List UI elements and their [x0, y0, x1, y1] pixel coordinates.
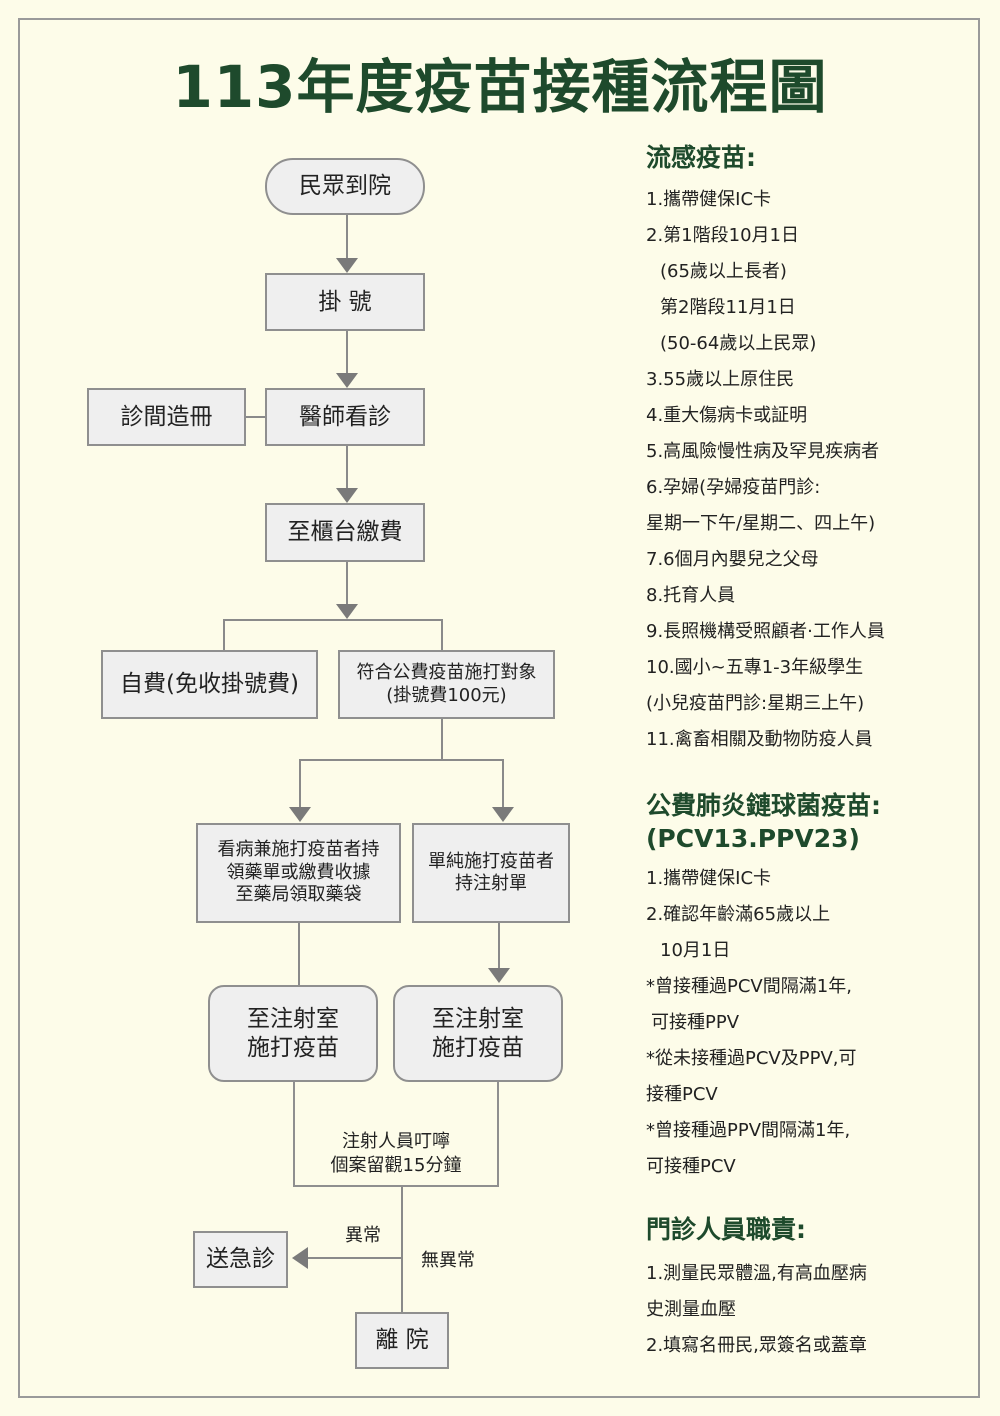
step-vaccinate-only: 單純施打疫苗者 持注射單 [412, 823, 570, 923]
inject-b-line2: 施打疫苗 [432, 1034, 524, 1061]
flu-item: 7.6個月內嬰兒之父母 [646, 548, 819, 570]
flu-item: 11.禽畜相關及動物防疫人員 [646, 728, 873, 750]
flu-item: 8.托育人員 [646, 584, 736, 606]
flu-heading: 流感疫苗: [646, 143, 756, 172]
flu-item: 10.國小~五專1-3年級學生 [646, 656, 864, 678]
pcv-item: *曾接種過PPV間隔滿1年, [646, 1120, 851, 1141]
pcv-item: 2.確認年齡滿65歲以上 [646, 904, 831, 925]
only-line2: 持注射單 [455, 873, 527, 894]
step-doctor: 醫師看診 [265, 388, 425, 446]
step-visit-and-vaccinate: 看病兼施打疫苗者持 領藥單或繳費收據 至藥局領取藥袋 [196, 823, 401, 923]
arrow-head [336, 488, 358, 503]
flu-item: 第2階段11月1日 [660, 296, 796, 318]
visit-line3: 至藥局領取藥袋 [235, 884, 362, 906]
pcv-item: *從未接種過PCV及PPV,可 [646, 1048, 857, 1069]
pcv-heading: 公費肺炎鏈球菌疫苗: [646, 791, 881, 820]
arrow-head [289, 807, 311, 822]
pcv-item: 可接種PPV [651, 1012, 740, 1033]
step-observe: 注射人員叮嚀 個案留觀15分鐘 [293, 1082, 499, 1187]
step-register: 掛 號 [265, 273, 425, 331]
flu-item: 星期一下午/星期二、四上午) [646, 512, 876, 534]
observe-line1: 注射人員叮嚀 [342, 1131, 450, 1153]
step-public-funded: 符合公費疫苗施打對象 (掛號費100元) [338, 650, 555, 719]
pcv-item: 接種PCV [646, 1084, 718, 1105]
step-pay: 至櫃台繳費 [265, 503, 425, 562]
pcv-section: 公費肺炎鏈球菌疫苗: (PCV13.PPV23) 1.攜帶健保IC卡 2.確認年… [646, 790, 946, 1185]
flu-item: 4.重大傷病卡或証明 [646, 404, 808, 426]
arrow-head [488, 968, 510, 983]
staff-item: 史測量血壓 [646, 1298, 736, 1320]
flu-item: 6.孕婦(孕婦疫苗門診: [646, 476, 821, 498]
step-injection-room-a: 至注射室 施打疫苗 [208, 985, 378, 1082]
pcv-item: *曾接種過PCV間隔滿1年, [646, 976, 852, 997]
poster-title: 113年度疫苗接種流程圖 [172, 53, 828, 121]
pcv-subheading: (PCV13.PPV23) [646, 823, 860, 853]
flu-item: 1.攜帶健保IC卡 [646, 188, 772, 210]
pcv-item: 10月1日 [660, 940, 731, 961]
poster-frame [18, 18, 980, 1398]
arrow-head [292, 1247, 308, 1269]
staff-section: 門診人員職責: 1.測量民眾體溫,有高血壓病 史測量血壓 2.填寫名冊民,眾簽名… [646, 1214, 946, 1364]
step-arrive: 民眾到院 [265, 158, 425, 215]
arrow-head [336, 373, 358, 388]
only-line1: 單純施打疫苗者 [428, 850, 554, 872]
flu-item: 5.高風險慢性病及罕見疾病者 [646, 440, 880, 462]
visit-line1: 看病兼施打疫苗者持 [217, 839, 380, 861]
arrow-head [492, 807, 514, 822]
flu-item: 3.55歲以上原住民 [646, 368, 795, 390]
inject-a-line1: 至注射室 [247, 1005, 339, 1032]
step-leave: 離 院 [355, 1312, 449, 1369]
step-injection-room-b: 至注射室 施打疫苗 [393, 985, 563, 1082]
observe-line2: 個案留觀15分鐘 [330, 1154, 462, 1176]
flu-item: 9.長照機構受照顧者·工作人員 [646, 620, 885, 642]
staff-heading: 門診人員職責: [646, 1215, 806, 1244]
pcv-item: 1.攜帶健保IC卡 [646, 868, 772, 889]
flu-item: (50-64歲以上民眾) [660, 332, 817, 354]
arrow-head [336, 258, 358, 273]
label-abnormal: 異常 [345, 1225, 381, 1246]
flu-item: (65歲以上長者) [660, 260, 787, 282]
flu-item: (小兒疫苗門診:星期三上午) [646, 692, 865, 714]
inject-b-line1: 至注射室 [432, 1005, 524, 1032]
public-line2: (掛號費100元) [386, 684, 507, 706]
visit-line2: 領藥單或繳費收據 [226, 861, 371, 883]
flu-section: 流感疫苗: 1.攜帶健保IC卡 2.第1階段10月1日 (65歲以上長者) 第2… [646, 142, 946, 758]
step-clinic-list: 診間造冊 [87, 388, 246, 446]
public-line1: 符合公費疫苗施打對象 [356, 662, 537, 683]
step-emergency: 送急診 [193, 1231, 288, 1288]
staff-item: 1.測量民眾體溫,有高血壓病 [646, 1262, 867, 1284]
inject-a-line2: 施打疫苗 [247, 1034, 339, 1061]
flu-item: 2.第1階段10月1日 [646, 224, 799, 246]
arrow-head [336, 604, 358, 619]
pcv-item: 可接種PCV [646, 1156, 736, 1177]
step-self-pay: 自費(免收掛號費) [101, 650, 318, 719]
label-normal: 無異常 [421, 1250, 475, 1271]
staff-item: 2.填寫名冊民,眾簽名或蓋章 [646, 1334, 867, 1356]
